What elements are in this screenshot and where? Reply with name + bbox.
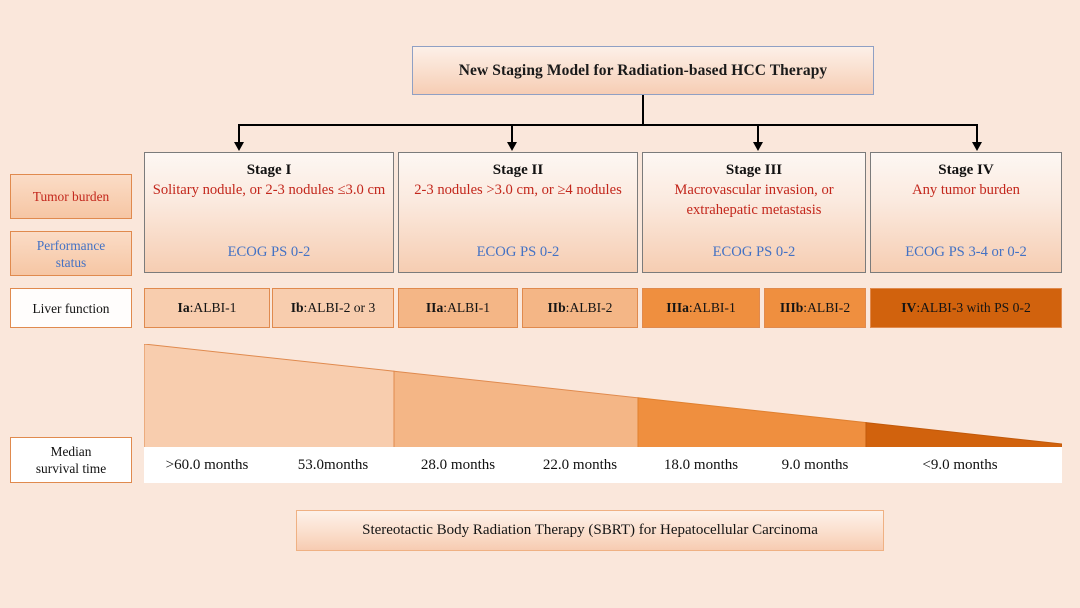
albi-iib-value: ALBI-2 [569, 300, 613, 315]
stage-box-4: Stage IV Any tumor burden ECOG PS 3-4 or… [870, 152, 1062, 273]
wedge-segment-stage-3 [637, 397, 867, 449]
albi-iia-value: ALBI-1 [447, 300, 491, 315]
albi-iib-prefix: IIb [547, 300, 566, 315]
figure-footer: Stereotactic Body Radiation Therapy (SBR… [296, 510, 884, 551]
connector-drop-4 [976, 124, 978, 143]
albi-ia-value: ALBI-1 [193, 300, 237, 315]
stage-4-tumor-burden: Any tumor burden [912, 182, 1020, 198]
row-label-performance-status-text: Performance status [37, 237, 105, 271]
stage-4-name: Stage IV [938, 162, 994, 178]
albi-ib-sep: : [303, 300, 308, 315]
row-label-tumor-burden-text: Tumor burden [32, 189, 110, 204]
stage-2-tumor-burden: 2-3 nodules >3.0 cm, or ≥4 nodules [414, 182, 622, 198]
albi-iia-sep: : [443, 300, 448, 315]
albi-box-iiia: IIIa: ALBI-1 [642, 288, 760, 328]
arrowhead-stage-4 [972, 142, 982, 151]
wedge-segment-stage-1 [144, 344, 395, 449]
median-line-2: survival time [35, 461, 107, 476]
stage-box-1: Stage I Solitary nodule, or 2-3 nodules … [144, 152, 394, 273]
albi-iiib-prefix: IIIb [779, 300, 804, 315]
stage-1-tumor-burden: Solitary nodule, or 2-3 nodules ≤3.0 cm [152, 182, 386, 198]
stage-3-name: Stage III [725, 162, 783, 178]
connector-drop-2 [511, 124, 513, 143]
stage-2-name: Stage II [492, 162, 544, 178]
albi-iiia-value: ALBI-1 [692, 300, 736, 315]
stage-3-ecog-ps: ECOG PS 0-2 [712, 244, 796, 260]
stage-4-ecog-ps: ECOG PS 3-4 or 0-2 [905, 244, 1027, 260]
arrowhead-stage-1 [234, 142, 244, 151]
connector-drop-3 [757, 124, 759, 143]
connector-horizontal-bar [238, 124, 978, 126]
median-survival-iib: 22.0 months [542, 456, 618, 473]
ps-line-2: status [55, 254, 87, 270]
wedge-segment-stage-4 [865, 422, 1062, 449]
row-label-median-survival: Median survival time [10, 437, 132, 483]
median-survival-wedge [144, 344, 1062, 449]
albi-box-iiib: IIIb:ALBI-2 [764, 288, 866, 328]
arrowhead-stage-3 [753, 142, 763, 151]
median-survival-ia: >60.0 months [165, 456, 249, 473]
median-line-1: Median [50, 444, 92, 459]
albi-iiib-sep: : [803, 300, 808, 315]
figure-title: New Staging Model for Radiation-based HC… [412, 46, 874, 95]
albi-iiia-prefix: IIIa [666, 300, 689, 315]
stage-box-2: Stage II 2-3 nodules >3.0 cm, or ≥4 nodu… [398, 152, 638, 273]
row-label-performance-status: Performance status [10, 231, 132, 276]
albi-iv-sep: : [916, 300, 921, 315]
albi-iiia-sep: : [688, 300, 693, 315]
row-label-tumor-burden: Tumor burden [10, 174, 132, 219]
connector-stem [642, 95, 644, 125]
albi-ib-prefix: Ib [290, 300, 304, 315]
albi-box-ia: Ia: ALBI-1 [144, 288, 270, 328]
row-label-median-survival-text: Median survival time [36, 443, 106, 477]
wedge-segment-stage-2 [393, 370, 639, 449]
stage-1-ecog-ps: ECOG PS 0-2 [227, 244, 311, 260]
albi-box-iib: IIb:ALBI-2 [522, 288, 638, 328]
median-survival-iia: 28.0 months [420, 456, 496, 473]
albi-iv-prefix: IV [901, 300, 917, 315]
albi-iiib-value: ALBI-2 [807, 300, 851, 315]
median-survival-iiia: 18.0 months [663, 456, 739, 473]
median-survival-iv: <9.0 months [922, 456, 998, 473]
stage-3-tumor-burden: Macrovascular invasion, or extrahepatic … [674, 182, 834, 218]
albi-box-ib: Ib:ALBI-2 or 3 [272, 288, 394, 328]
albi-iv-value: ALBI-3 with PS 0-2 [920, 300, 1031, 315]
albi-iia-prefix: IIa [425, 300, 444, 315]
connector-drop-1 [238, 124, 240, 143]
ps-line-1: Performance [36, 237, 106, 253]
median-survival-ib: 53.0months [297, 456, 369, 473]
median-survival-iiib: 9.0 months [781, 456, 849, 473]
stage-box-3: Stage III Macrovascular invasion, or ext… [642, 152, 866, 273]
albi-box-iv: IV: ALBI-3 with PS 0-2 [870, 288, 1062, 328]
row-label-liver-function: Liver function [10, 288, 132, 328]
albi-box-iia: IIa: ALBI-1 [398, 288, 518, 328]
stage-1-name: Stage I [246, 162, 292, 178]
albi-iib-sep: : [565, 300, 570, 315]
albi-ia-prefix: Ia [177, 300, 190, 315]
albi-ia-sep: : [189, 300, 194, 315]
row-label-liver-function-text: Liver function [32, 300, 110, 316]
stage-2-ecog-ps: ECOG PS 0-2 [476, 244, 560, 260]
arrowhead-stage-2 [507, 142, 517, 151]
albi-ib-value: ALBI-2 or 3 [307, 300, 376, 315]
median-survival-band [144, 447, 1062, 483]
